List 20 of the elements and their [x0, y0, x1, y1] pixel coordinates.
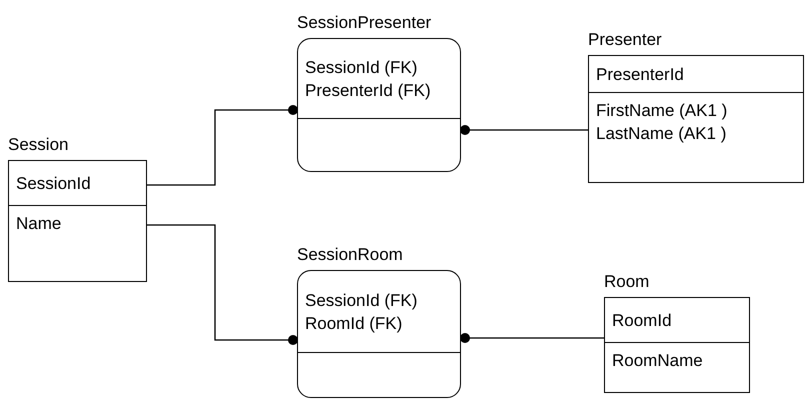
key-attribute: RoomId — [612, 310, 673, 332]
key-attribute: PresenterId (FK) — [305, 80, 432, 102]
key-attribute: SessionId — [16, 172, 92, 194]
entity-name: SessionPresenter — [297, 12, 432, 34]
attribute: LastName (AK1 ) — [596, 123, 728, 145]
key-attribute: RoomId (FK) — [305, 312, 404, 334]
relationship-line — [460, 125, 588, 135]
key-attribute: SessionId (FK) — [305, 56, 418, 78]
entity-name: Session — [8, 134, 68, 156]
entity-name: Presenter — [588, 29, 662, 51]
attribute: Name — [16, 213, 62, 235]
attribute: FirstName (AK1 ) — [596, 100, 728, 122]
entity-name: SessionRoom — [297, 244, 403, 266]
key-attribute: SessionId (FK) — [305, 290, 418, 312]
attribute: RoomName — [612, 350, 704, 372]
key-attribute: PresenterId — [596, 64, 685, 86]
entity-name: Room — [604, 271, 650, 293]
relationship-line — [147, 224, 298, 345]
relationship-line — [147, 105, 298, 186]
relationship-line — [460, 333, 604, 343]
